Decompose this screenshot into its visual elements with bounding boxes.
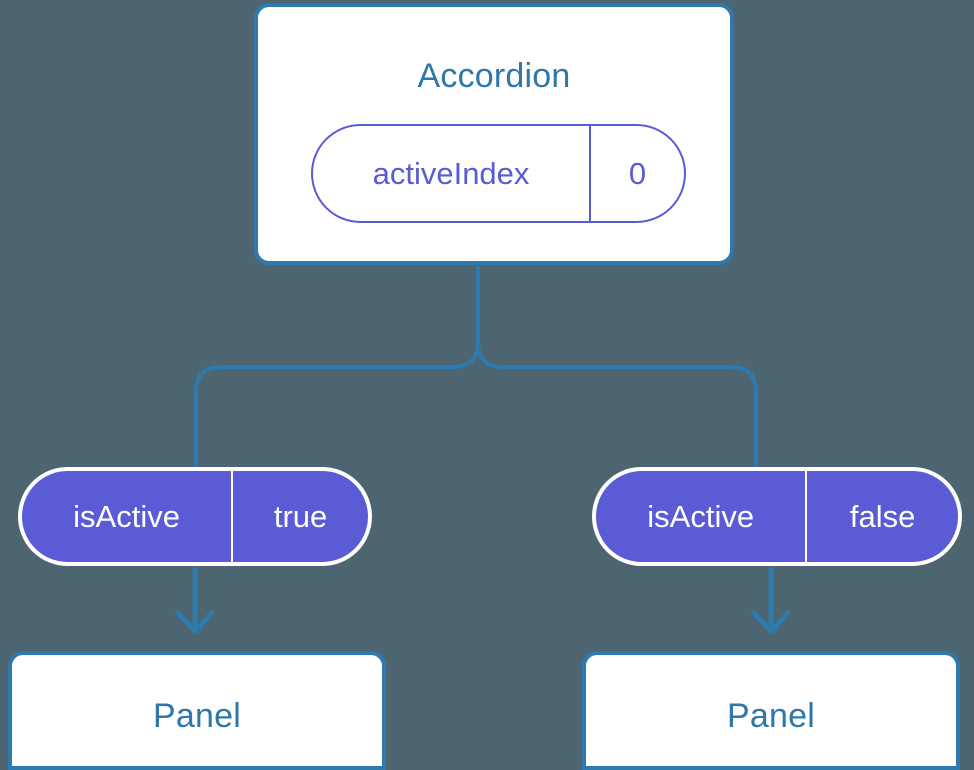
arrow-left-props-to-panel: [175, 567, 215, 634]
connector-right-branch: [476, 266, 758, 467]
left-panel-component-box[interactable]: Panel: [8, 651, 386, 770]
left-panel-prop-key: isActive: [73, 499, 180, 534]
accordion-state-value: 0: [589, 126, 684, 221]
accordion-component-box[interactable]: Accordion activeIndex 0: [254, 3, 734, 265]
right-panel-props-pill[interactable]: isActive false: [592, 467, 962, 566]
accordion-state-key: activeIndex: [372, 156, 530, 191]
right-panel-prop-key: isActive: [647, 499, 755, 534]
right-panel-component-box[interactable]: Panel: [582, 651, 960, 770]
accordion-component-label: Accordion: [417, 57, 571, 95]
right-panel-prop-value: false: [805, 471, 958, 562]
accordion-state-pill[interactable]: activeIndex 0: [311, 124, 686, 223]
arrow-right-props-to-panel: [751, 567, 791, 634]
left-panel-props-pill[interactable]: isActive true: [18, 467, 372, 566]
right-panel-component-label: Panel: [727, 697, 815, 735]
connector-left-branch: [194, 266, 480, 467]
left-panel-prop-value: true: [231, 471, 368, 562]
left-panel-component-label: Panel: [153, 697, 241, 735]
